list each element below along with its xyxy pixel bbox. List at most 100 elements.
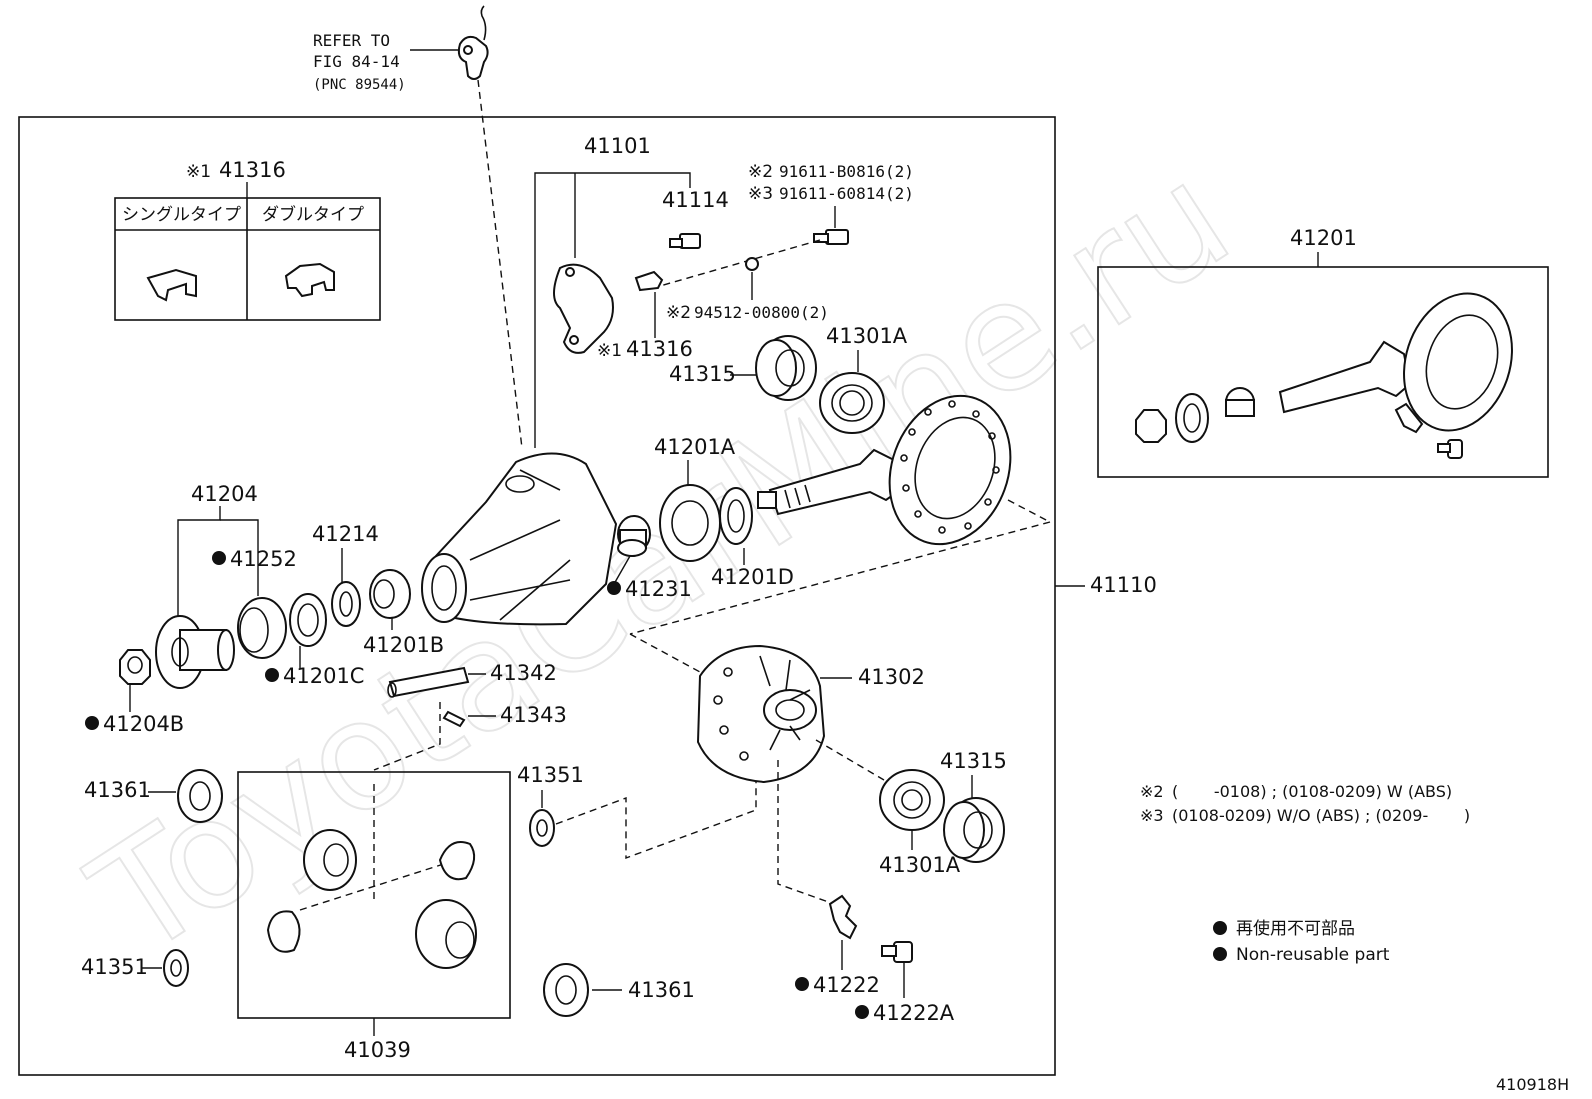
washer-41351-left-group: 41351 xyxy=(81,949,189,987)
legend-jp: 再使用不可部品 xyxy=(1236,918,1355,939)
label-41204: 41204 xyxy=(191,482,258,506)
label-41201b: 41201B xyxy=(363,633,444,657)
spacer-41231-group: 41231 xyxy=(607,515,692,601)
diff-case-group: 41302 xyxy=(629,633,925,784)
note3-mark: ※3 xyxy=(1140,806,1164,825)
refer-line3: (PNC 89544) xyxy=(313,77,406,93)
inset-spacer-icon xyxy=(1225,387,1255,417)
note3-text: (0108-0209) W/O (ABS) ; (0209- ) xyxy=(1172,806,1470,825)
bearing-41201a-icon xyxy=(659,484,721,562)
label-41201c: 41201C xyxy=(283,664,364,688)
inset-nut-icon xyxy=(1135,409,1167,443)
bolt-41114-icon xyxy=(669,233,701,249)
col-double-label: ダブルタイプ xyxy=(262,204,364,225)
legend-en: Non-reusable part xyxy=(1236,945,1390,965)
bolt-note3-mark: ※3 xyxy=(748,184,773,204)
pins-group: 41342 41343 xyxy=(373,661,567,771)
bearing-41301a-bottom-icon xyxy=(879,769,945,831)
flange-group: 41204 41252 41204B 41201C 41214 xyxy=(85,482,444,736)
note2-mark: ※2 xyxy=(1140,782,1164,801)
part-41101-group: 41101 41114 ※2 91611-B0816(2) ※3 91611-6… xyxy=(534,134,914,448)
label-41231: 41231 xyxy=(625,577,692,601)
label-41110: 41110 xyxy=(1090,573,1157,597)
inset-part-label: 41316 xyxy=(219,158,286,182)
washer-mark: ※2 xyxy=(666,303,691,323)
label-41351-top: 41351 xyxy=(517,763,584,787)
refer-line2: FIG 84-14 xyxy=(313,52,400,71)
spacer-41201d-icon xyxy=(719,487,753,545)
col-single-label: シングルタイプ xyxy=(122,205,241,225)
gear-set-41201-group: 41201 xyxy=(1097,226,1549,478)
gear-kit-41039-group: 41039 xyxy=(237,771,511,1062)
lock-plate-group: 41222 41222A xyxy=(777,760,955,1025)
single-bracket-icon xyxy=(146,268,197,302)
label-41342: 41342 xyxy=(490,661,557,685)
label-41351-left: 41351 xyxy=(81,955,148,979)
bearing-bottom-group: 41315 41301A xyxy=(879,749,1007,877)
inset-ring-gear-icon xyxy=(1403,292,1513,432)
inset-lock-plate-icon xyxy=(1394,402,1424,434)
inset-pinion-icon xyxy=(1278,340,1412,414)
thrust-washer-41351-left-icon xyxy=(163,949,189,987)
note2-text: ( -0108) ; (0108-0209) W (ABS) xyxy=(1172,782,1452,801)
label-41201a: 41201A xyxy=(654,435,736,459)
figure-id: 410918H xyxy=(1496,1075,1569,1094)
bolt-91611-icon xyxy=(813,229,849,245)
label-41302: 41302 xyxy=(858,665,925,689)
label-41361-left: 41361 xyxy=(84,778,151,802)
label-41315-bottom: 41315 xyxy=(940,749,1007,773)
ring-pinion-group: 41201A 41201D xyxy=(654,394,1012,589)
legend-dot-en xyxy=(1213,947,1227,961)
adjusting-nut-41315-bottom-icon xyxy=(943,797,1005,863)
label-41204b: 41204B xyxy=(103,712,184,736)
flange-41204-icon xyxy=(155,615,235,689)
bearing-top-group: 41315 41301A xyxy=(669,324,908,434)
washer-label: 94512-00800(2) xyxy=(694,303,829,322)
pinion-shaft-41342-icon xyxy=(387,666,470,698)
bolt-note2-mark: ※2 xyxy=(748,162,773,182)
washer-41361-bottom-group: 41361 xyxy=(543,963,695,1017)
label-41101: 41101 xyxy=(584,134,651,158)
legend-dot-jp xyxy=(1213,921,1227,935)
adjusting-nut-41315-icon xyxy=(755,335,817,401)
speed-sensor-icon xyxy=(457,5,489,80)
thrust-washer-41361-bottom-icon xyxy=(543,963,589,1017)
washer-41361-left-group: 41361 xyxy=(84,769,223,823)
inset-seal-icon xyxy=(1175,393,1209,443)
legend: 再使用不可部品 Non-reusable part xyxy=(1213,918,1390,965)
bolt-note2-label: 91611-B0816(2) xyxy=(779,162,914,181)
label-41315-top: 41315 xyxy=(669,362,736,386)
label-41222a: 41222A xyxy=(873,1001,955,1025)
diff-case-41302-icon xyxy=(696,644,826,784)
label-41343: 41343 xyxy=(500,703,567,727)
refer-group: REFER TO FIG 84-14 (PNC 89544) xyxy=(313,5,523,449)
carrier-housing-icon xyxy=(421,452,618,626)
label-41201: 41201 xyxy=(1290,226,1357,250)
bearing-41301a-top-icon xyxy=(819,372,885,434)
thrust-washer-41351-top-icon xyxy=(529,809,555,847)
label-41361-bottom: 41361 xyxy=(628,978,695,1002)
pinion-gear-lower-icon xyxy=(266,910,301,953)
label-41316-mark: ※1 xyxy=(597,341,622,361)
label-41214: 41214 xyxy=(312,522,379,546)
inset-bolt-icon xyxy=(1437,439,1463,459)
label-41316: 41316 xyxy=(626,337,693,361)
pin-41343-icon xyxy=(442,710,466,728)
side-gear-upper-icon xyxy=(303,829,357,891)
slinger-41201c-icon xyxy=(289,593,327,647)
label-41301a-bottom: 41301A xyxy=(879,853,961,877)
washer-94512-icon xyxy=(745,257,759,271)
notes-group: ※2 ( -0108) ; (0108-0209) W (ABS) ※3 (01… xyxy=(1140,782,1470,825)
refer-line1: REFER TO xyxy=(313,31,390,50)
label-41201d: 41201D xyxy=(711,565,794,589)
thrust-washer-41361-left-icon xyxy=(177,769,223,823)
washer-41351-top-group: 41351 xyxy=(517,763,757,860)
lock-plate-41222-icon xyxy=(828,894,858,940)
bracket-41316-icon xyxy=(634,270,664,292)
spacer-41231-icon xyxy=(617,515,651,557)
spacer-41214-icon xyxy=(331,581,361,627)
ring-gear-icon xyxy=(888,394,1012,546)
bearing-41201b-icon xyxy=(369,569,411,619)
label-41114: 41114 xyxy=(662,188,729,212)
